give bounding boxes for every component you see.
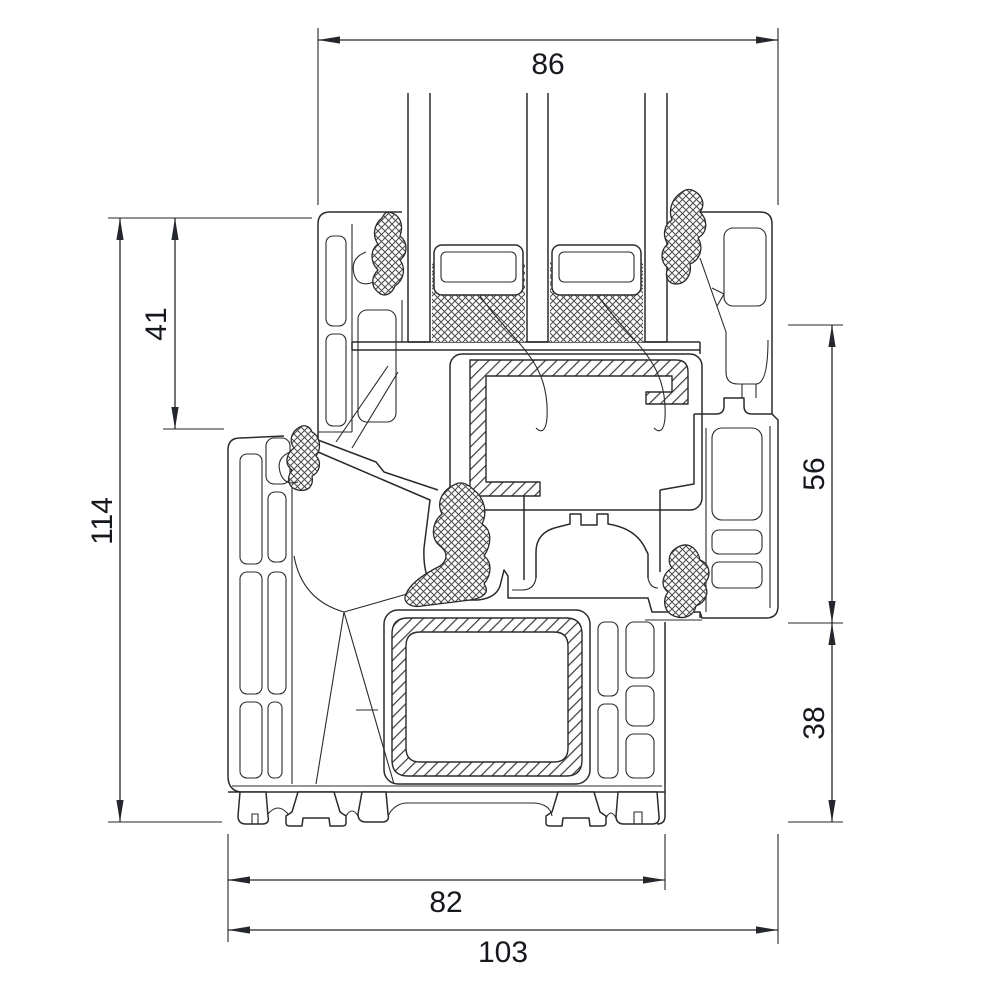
steel-reinforcement-sash bbox=[469, 359, 689, 497]
dimension-overall-width: 103 bbox=[228, 834, 779, 969]
frame-foot bbox=[545, 791, 607, 827]
frame-foot bbox=[615, 791, 660, 825]
glazing-unit bbox=[407, 93, 668, 432]
frame-foot bbox=[285, 791, 347, 827]
frame-steel-chamber bbox=[383, 609, 591, 785]
sash-frame-joint bbox=[694, 397, 772, 415]
sash-left-wall bbox=[317, 211, 402, 440]
frame-profile bbox=[227, 413, 779, 827]
frame-inner-wall bbox=[293, 555, 415, 613]
sash-bottom-center bbox=[494, 414, 695, 580]
dimension-overall-height: 114 bbox=[86, 218, 222, 823]
hardware-groove-lips bbox=[512, 577, 659, 591]
frame-rebate-surface bbox=[317, 451, 701, 618]
frame-chamber bbox=[239, 701, 263, 779]
frame-foot bbox=[357, 791, 390, 823]
frame-chamber bbox=[239, 571, 263, 695]
frame-foot-notch bbox=[633, 811, 643, 824]
sealant-curve bbox=[597, 295, 666, 432]
frame-chamber bbox=[711, 529, 763, 555]
dimension-frame-base-width: 82 bbox=[227, 834, 666, 942]
frame-chamber bbox=[711, 561, 763, 589]
frame-steel-tube bbox=[391, 617, 583, 777]
sash-steel-c-profile bbox=[469, 359, 689, 497]
frame-strut bbox=[315, 611, 345, 785]
dimension-value: 86 bbox=[531, 48, 564, 81]
frame-seal-lip-curl bbox=[278, 451, 299, 484]
sash-chamber bbox=[325, 235, 347, 327]
frame-chamber bbox=[597, 621, 619, 697]
sash-bottom-left bbox=[317, 439, 439, 491]
sealant-curve bbox=[479, 295, 548, 432]
frame-chamber bbox=[239, 453, 263, 565]
frame-outer-seal bbox=[286, 425, 321, 492]
frame-outer-left bbox=[227, 435, 285, 793]
hardware-groove bbox=[535, 513, 649, 578]
sash-top-right bbox=[672, 211, 773, 414]
frame-chamber bbox=[625, 685, 655, 727]
dimension-right-lower-height: 38 bbox=[788, 623, 843, 823]
dimension-value: 103 bbox=[478, 936, 528, 969]
sash-chamber bbox=[357, 309, 397, 423]
gaskets bbox=[278, 188, 710, 619]
glazing-spacer-inner bbox=[558, 251, 635, 283]
frame-bottom-arcs bbox=[267, 802, 617, 819]
sash-chamber bbox=[723, 227, 767, 307]
inner-seal-right bbox=[662, 544, 710, 619]
dimension-value: 56 bbox=[798, 457, 831, 490]
dimension-value: 82 bbox=[429, 886, 462, 919]
dimension-sash-face-height: 41 bbox=[108, 217, 312, 430]
glazing-spacer-inner bbox=[440, 251, 517, 283]
glass-pane bbox=[526, 93, 549, 343]
frame-overhang-outline bbox=[699, 413, 779, 619]
frame-chamber bbox=[267, 701, 283, 779]
frame-chamber bbox=[597, 703, 619, 779]
dimension-value: 41 bbox=[140, 307, 173, 340]
sash-wall-inner bbox=[318, 224, 353, 433]
dimension-value: 38 bbox=[798, 706, 831, 739]
dimension-glazing-top-width: 86 bbox=[317, 28, 779, 205]
dimension-value: 114 bbox=[86, 497, 119, 545]
glazing-gasket-left bbox=[371, 211, 407, 296]
frame-foot bbox=[237, 791, 270, 825]
frame-chamber bbox=[267, 571, 287, 695]
frame-chamber bbox=[625, 621, 655, 679]
dimension-right-upper-height: 56 bbox=[788, 324, 843, 624]
frame-outer-right-lower bbox=[656, 622, 666, 825]
sash-chamber bbox=[325, 333, 347, 427]
glass-pane bbox=[644, 93, 668, 343]
frame-foot-notch bbox=[251, 813, 259, 824]
frame-chamber bbox=[267, 491, 287, 563]
sash-main-chamber bbox=[449, 353, 703, 511]
frame-chamber bbox=[625, 733, 655, 779]
glazing-bead-face bbox=[699, 257, 727, 333]
glazing-bridge bbox=[351, 341, 701, 354]
glazing-gasket-right bbox=[661, 188, 707, 285]
dimensions: 86 41 114 56 38 bbox=[86, 28, 843, 969]
sash-strut bbox=[335, 365, 399, 449]
frame-strut bbox=[343, 611, 395, 785]
frame-chamber bbox=[711, 427, 763, 521]
glass-pane bbox=[407, 93, 431, 343]
glazing-bead-foot bbox=[725, 332, 769, 398]
center-seal bbox=[404, 482, 491, 608]
steel-reinforcement-frame bbox=[391, 617, 583, 777]
